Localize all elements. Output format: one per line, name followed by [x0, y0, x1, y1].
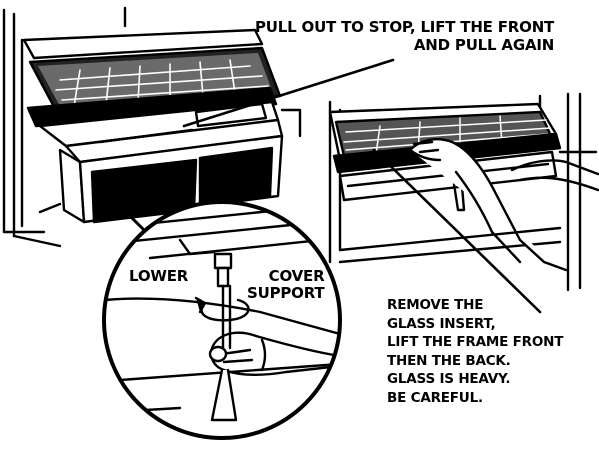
remove-line-2: GLASS INSERT,: [387, 315, 496, 332]
magnifier-detail: [102, 200, 342, 440]
remove-line-5: GLASS IS HEAVY.: [387, 371, 511, 387]
cover-support-line-1: COVER: [268, 267, 325, 285]
pull-out-instruction: PULL OUT TO STOP, LIFT THE FRONT AND PUL…: [255, 20, 554, 53]
cover-support-line-2: SUPPORT: [247, 284, 325, 302]
remove-glass-instruction: REMOVE THE GLASS INSERT, LIFT THE FRAME …: [387, 297, 564, 406]
remove-line-3: LIFT THE FRAME FRONT: [387, 334, 564, 350]
left-crisper-drawer-drawing: [2, 6, 302, 248]
pull-out-line-2: AND PULL AGAIN: [413, 36, 555, 54]
remove-glass-leader: [372, 148, 542, 314]
right-glass-removal-drawing: [328, 92, 599, 292]
pull-out-leader: [182, 58, 395, 128]
pull-out-line-1: PULL OUT TO STOP, LIFT THE FRONT: [255, 18, 555, 36]
cover-support-label: COVER SUPPORT: [247, 267, 325, 302]
remove-line-6: BE CAREFUL.: [387, 389, 483, 406]
lower-label: LOWER: [129, 267, 189, 285]
remove-line-1: REMOVE THE: [387, 297, 484, 313]
remove-line-4: THEN THE BACK.: [387, 352, 511, 369]
